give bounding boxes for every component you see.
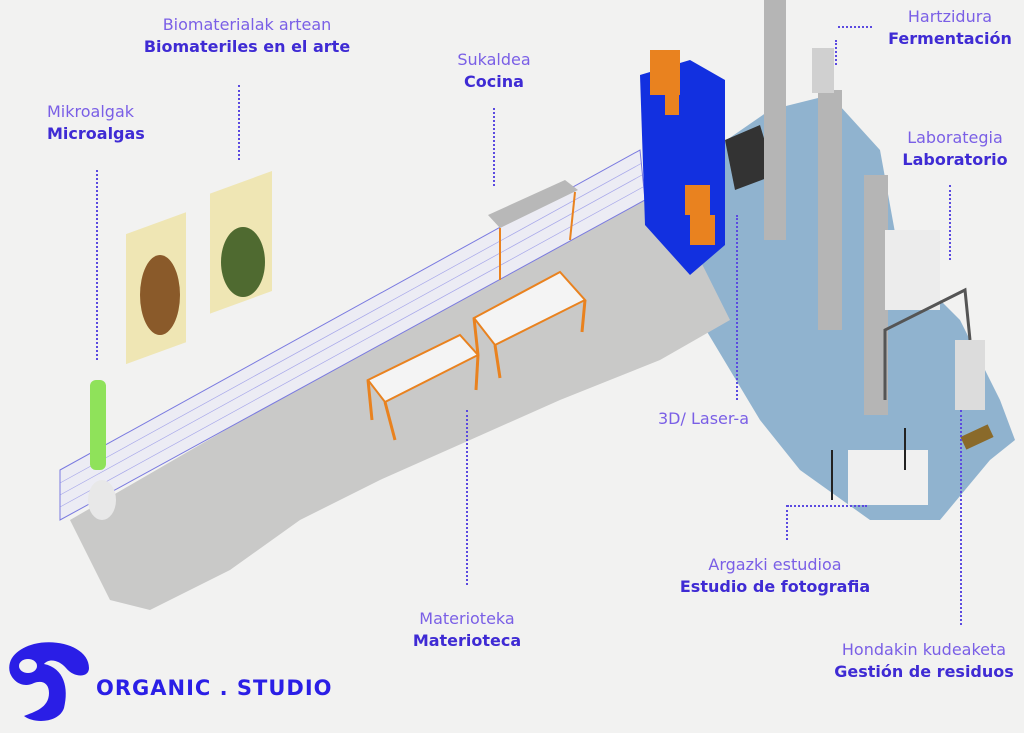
label-eu: Laborategia [907,128,1003,147]
label-waste: Hondakin kudeaketa Gestión de residuos [834,639,1014,683]
leader-line [238,85,240,160]
label-es: Gestión de residuos [834,662,1014,681]
photo-table [848,450,928,505]
leader-line [493,108,495,186]
label-es: Fermentación [888,29,1012,48]
label-eu: 3D/ Laser-a [658,409,750,428]
fermentation-unit [812,48,834,93]
label-es: Microalgas [47,124,145,143]
label-eu: Hartzidura [907,7,993,26]
table-2 [472,270,587,379]
label-fermentation: Hartzidura Fermentación [888,6,1012,50]
leader-line [786,505,788,540]
label-eu: Mikroalgak [47,102,135,121]
organic-studio-logo-icon [9,642,90,721]
label-eu: Hondakin kudeaketa [841,640,1007,659]
leader-line [466,410,468,585]
pillar [764,0,786,240]
brand-name: ORGANIC . STUDIO [96,676,333,700]
microalgae-tube [90,380,106,470]
label-photo-studio: Argazki estudioa Estudio de fotografia [680,554,870,598]
label-es: Laboratorio [902,150,1008,169]
label-eu: Sukaldea [457,50,531,69]
label-eu: Argazki estudioa [708,555,842,574]
label-microalgae: Mikroalgak Microalgas [47,101,145,145]
kitchen-counter [488,180,578,228]
label-es: Biomateriles en el arte [143,37,351,56]
label-eu: Materioteka [419,609,515,628]
label-es: Estudio de fotografia [679,577,871,596]
waste-bin [960,424,994,450]
label-es: Cocina [464,72,524,91]
lab-bench [885,230,940,310]
label-laboratory: Laborategia Laboratorio [902,127,1007,171]
label-eu: Biomaterialak artean [162,15,332,34]
leader-line [96,170,98,360]
label-materials-library: Materioteka Materioteca [413,608,521,652]
drying-rack [883,287,972,400]
label-laser: 3D/ Laser-a [658,408,749,430]
leader-line [835,40,837,65]
label-kitchen: Sukaldea Cocina [457,49,530,93]
leader-line [787,505,867,507]
blue-shelf [640,50,775,275]
pillar [818,90,842,330]
leader-line [736,215,738,400]
leader-line [949,185,951,260]
label-biomaterials: Biomaterialak artean Biomateriles en el … [144,14,350,58]
leader-line [960,410,962,625]
leader-line [838,26,872,28]
label-es: Materioteca [412,631,522,650]
